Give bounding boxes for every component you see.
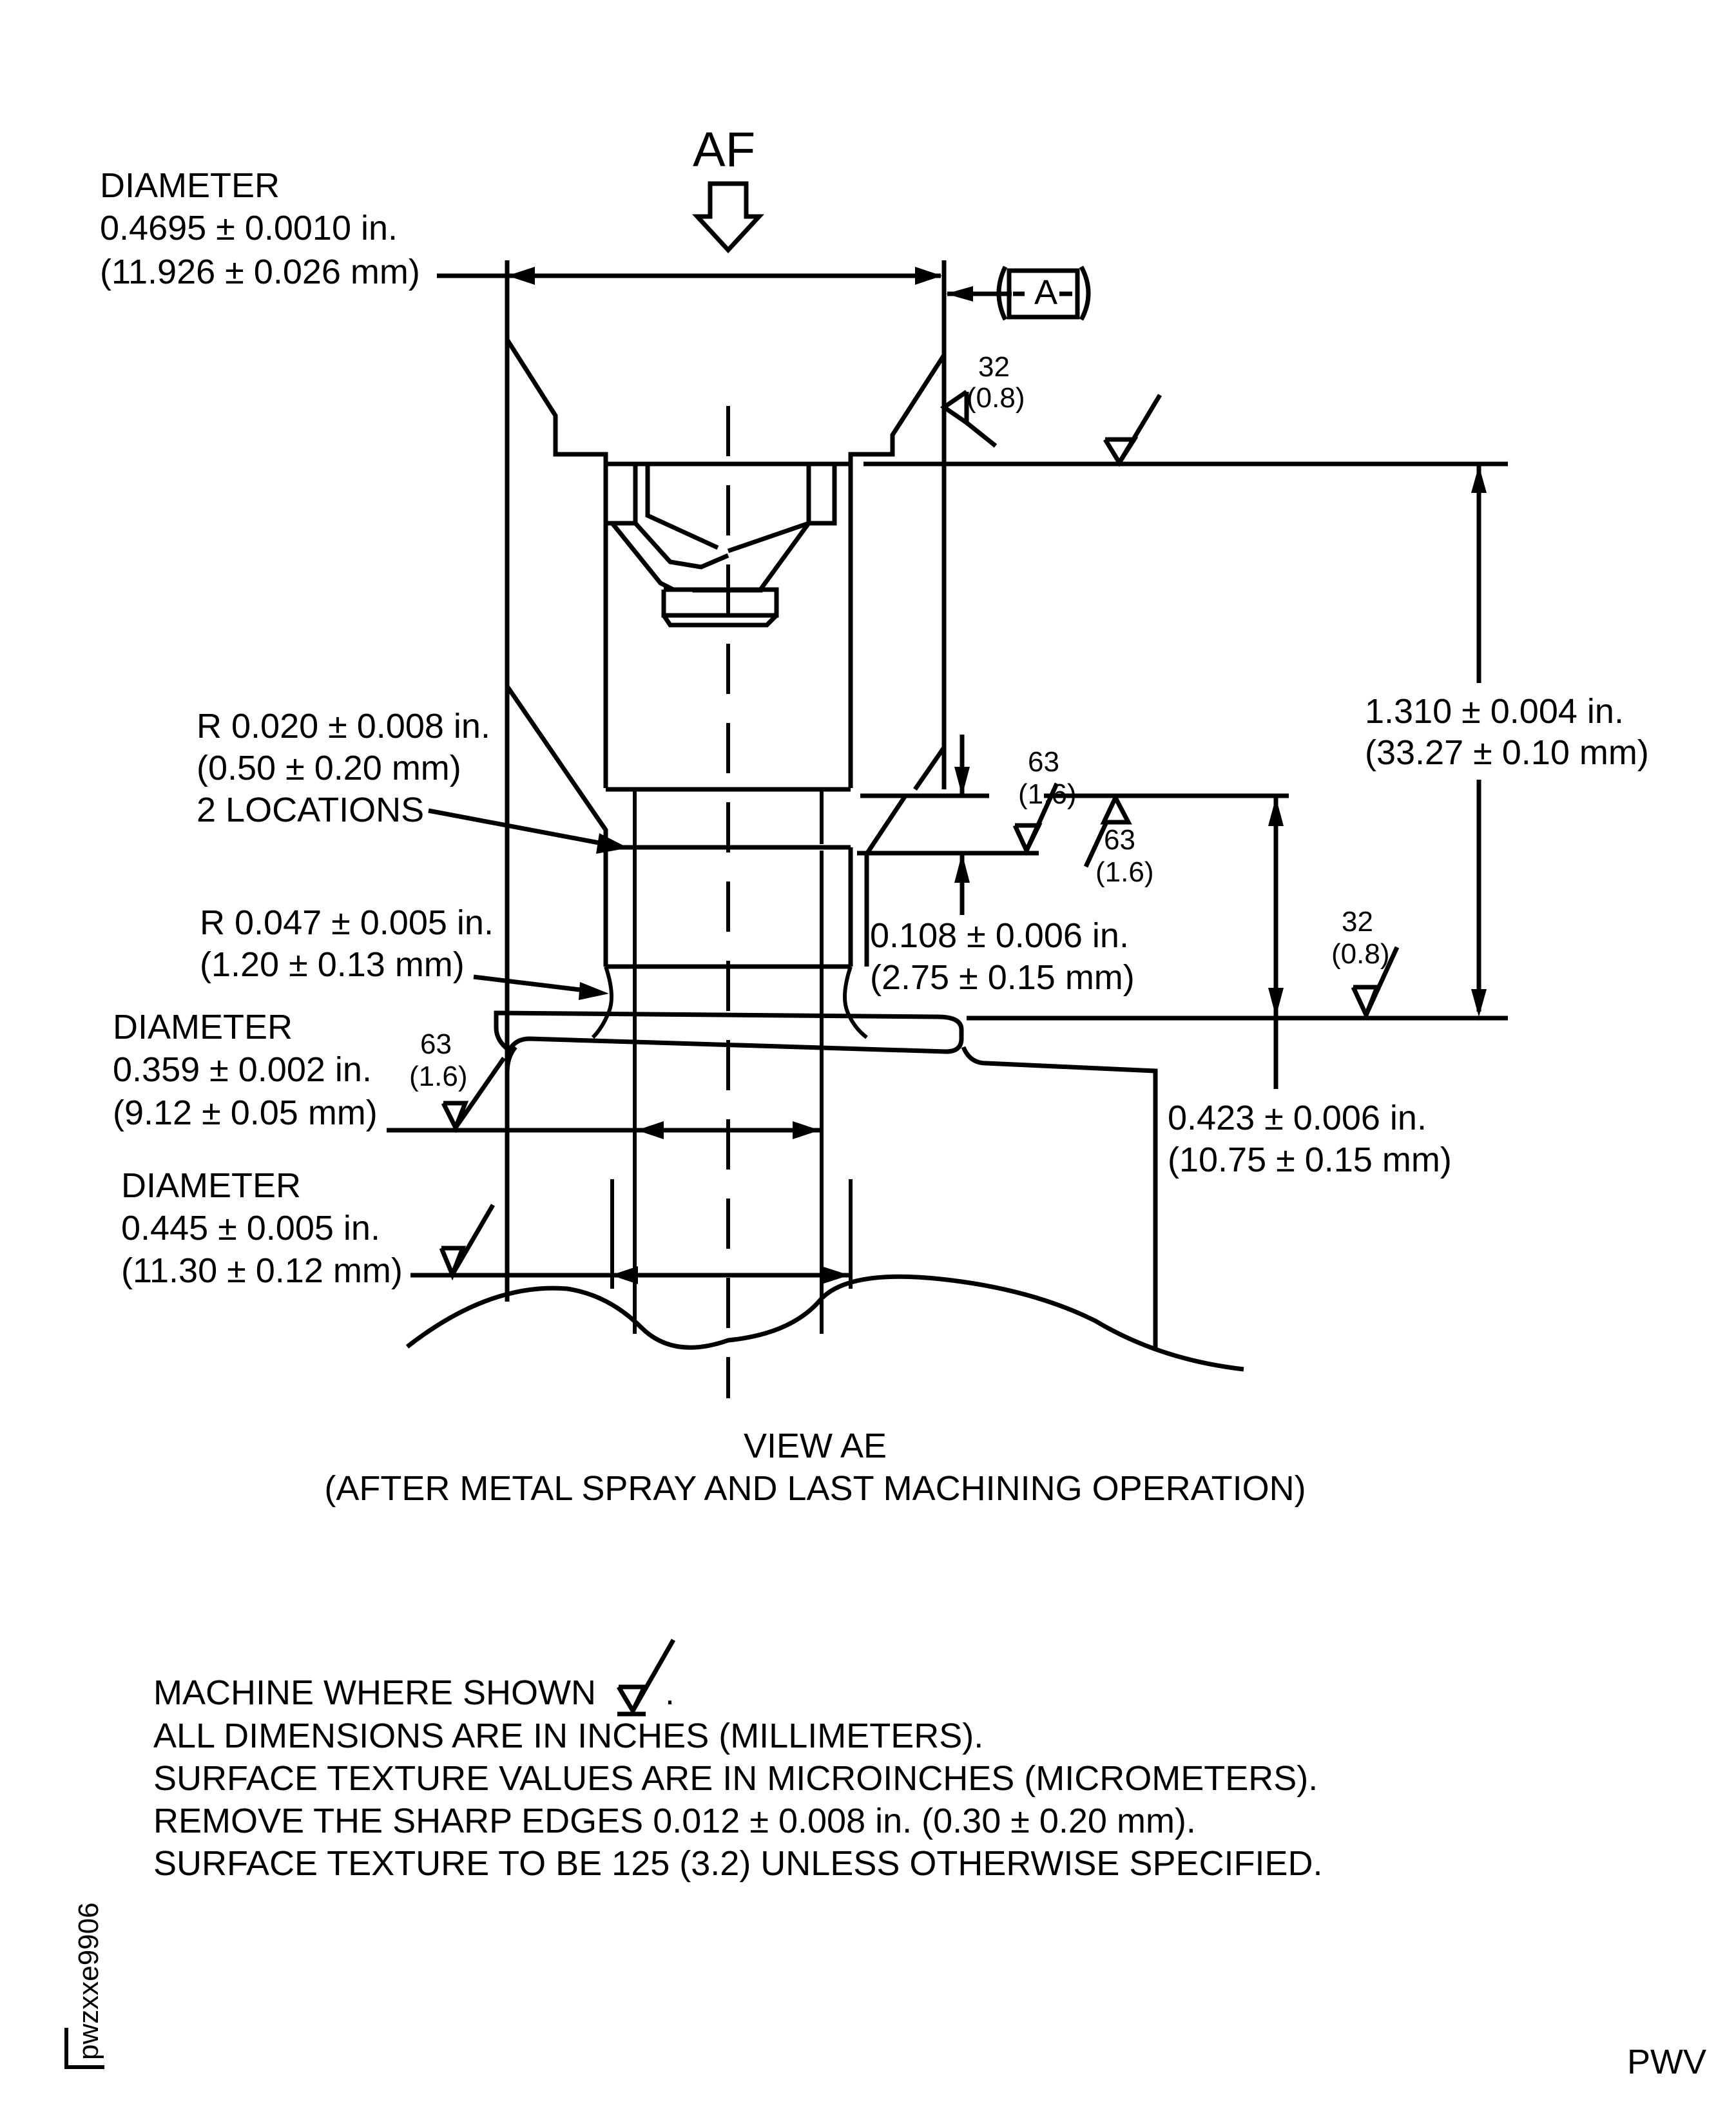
surface-finish-bore-metric: (1.6) [409, 1061, 467, 1092]
datum-label: A [1034, 273, 1057, 312]
datum-feature-a: A [946, 265, 1091, 321]
note-5: SURFACE TEXTURE TO BE 125 (3.2) UNLESS O… [153, 1844, 1322, 1883]
fillet-small-callout: R 0.020 ± 0.008 in. (0.50 ± 0.20 mm) 2 L… [197, 707, 628, 854]
groove-height-inch: 0.108 ± 0.006 in. [870, 916, 1129, 955]
surface-finish-bore-value: 63 [420, 1028, 452, 1060]
surface-finish-groove-lower-metric: (1.6) [1095, 856, 1153, 888]
surface-finish-groove-lower-value: 63 [1104, 824, 1135, 856]
fillet-small-note: 2 LOCATIONS [197, 791, 424, 829]
caption-title: VIEW AE [744, 1427, 887, 1465]
note-2: ALL DIMENSIONS ARE IN INCHES (MILLIMETER… [153, 1717, 983, 1755]
bore-diameter-mm: (9.12 ± 0.05 mm) [113, 1093, 378, 1132]
machine-symbol-top [1103, 394, 1162, 467]
overall-height-mm: (33.27 ± 0.10 mm) [1365, 733, 1649, 772]
general-notes: MACHINE WHERE SHOWN . ALL DIMENSIONS ARE… [153, 1639, 1322, 1883]
top-diameter-inch: 0.4695 ± 0.0010 in. [100, 209, 398, 247]
surface-finish-flange-metric: (0.8) [1331, 938, 1389, 970]
caption-subtitle: (AFTER METAL SPRAY AND LAST MACHINING OP… [324, 1469, 1306, 1508]
view-direction-arrow-icon [692, 181, 764, 254]
top-diameter-dimension: DIAMETER 0.4695 ± 0.0010 in. (11.926 ± 0… [100, 166, 947, 454]
fillet-large-inch: R 0.047 ± 0.005 in. [200, 903, 494, 942]
surface-finish-groove-upper-value: 63 [1028, 746, 1059, 778]
step-height-mm: (10.75 ± 0.15 mm) [1168, 1141, 1452, 1179]
shank-diameter-mm: (11.30 ± 0.12 mm) [121, 1251, 403, 1290]
surface-finish-flange-value: 32 [1342, 906, 1373, 938]
top-diameter-mm: (11.926 ± 0.026 mm) [100, 253, 420, 291]
shank-diameter-label: DIAMETER [121, 1166, 301, 1205]
step-height-inch: 0.423 ± 0.006 in. [1168, 1099, 1427, 1137]
note-4: REMOVE THE SHARP EDGES 0.012 ± 0.008 in.… [153, 1802, 1196, 1840]
surface-finish-side-top-metric: (0.8) [967, 382, 1025, 414]
fillet-large-callout: R 0.047 ± 0.005 in. (1.20 ± 0.13 mm) [200, 903, 609, 1000]
figure-id: pwzxxe9906 [73, 1902, 104, 2060]
overall-height-dimension: 1.310 ± 0.004 in. (33.27 ± 0.10 mm) [1365, 464, 1649, 1017]
note-1: MACHINE WHERE SHOWN [153, 1673, 596, 1712]
surface-finish-groove-upper-metric: (1.6) [1018, 778, 1076, 810]
surface-finish-side-top-value: 32 [978, 351, 1010, 383]
groove-height-dimension: 0.108 ± 0.006 in. (2.75 ± 0.15 mm) [857, 735, 1289, 997]
bore-diameter-inch: 0.359 ± 0.002 in. [113, 1050, 372, 1089]
part-outline [405, 260, 1508, 1372]
figure-id-block: pwzxxe9906 [64, 1902, 104, 2069]
surface-finish-groove-lower: 63 (1.6) [1083, 796, 1153, 888]
machine-symbol-icon [616, 1639, 676, 1717]
shank-diameter-dimension: DIAMETER 0.445 ± 0.005 in. (11.30 ± 0.12… [121, 1166, 853, 1290]
fillet-large-mm: (1.20 ± 0.13 mm) [200, 945, 465, 984]
overall-height-inch: 1.310 ± 0.004 in. [1365, 692, 1624, 731]
groove-height-mm: (2.75 ± 0.15 mm) [870, 958, 1135, 997]
surface-finish-flange: 32 (0.8) [1331, 906, 1400, 1021]
note-3: SURFACE TEXTURE VALUES ARE IN MICROINCHE… [153, 1759, 1318, 1798]
bore-diameter-label: DIAMETER [113, 1008, 293, 1046]
corner-code: PWV [1627, 2043, 1706, 2081]
surface-finish-bore: 63 (1.6) [409, 1028, 506, 1133]
surface-finish-side-top: 32 (0.8) [940, 351, 1025, 448]
fillet-small-mm: (0.50 ± 0.20 mm) [197, 749, 461, 787]
view-marker-af: AF [692, 122, 764, 254]
view-caption: VIEW AE (AFTER METAL SPRAY AND LAST MACH… [324, 1427, 1306, 1508]
fillet-small-inch: R 0.020 ± 0.008 in. [197, 707, 490, 746]
surface-finish-groove-upper: 63 (1.6) [1012, 746, 1076, 856]
shank-diameter-inch: 0.445 ± 0.005 in. [121, 1209, 380, 1247]
top-diameter-label: DIAMETER [100, 166, 280, 205]
machine-symbol-shank [439, 1204, 496, 1281]
view-marker-label: AF [693, 122, 755, 177]
bore-diameter-dimension: DIAMETER 0.359 ± 0.002 in. (9.12 ± 0.05 … [113, 1008, 822, 1139]
step-height-dimension: 0.423 ± 0.006 in. (10.75 ± 0.15 mm) [1168, 796, 1452, 1179]
note-1-suffix: . [665, 1673, 675, 1712]
